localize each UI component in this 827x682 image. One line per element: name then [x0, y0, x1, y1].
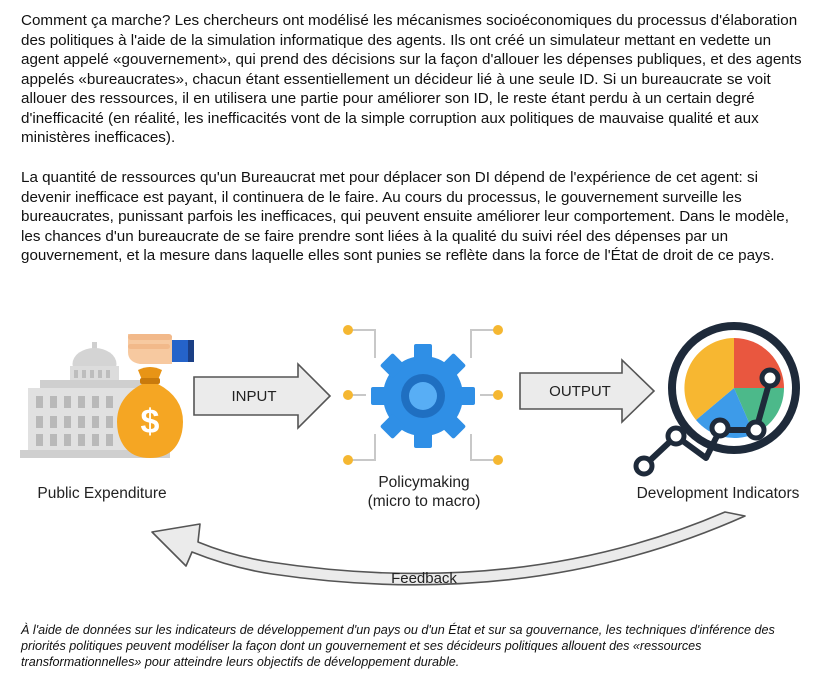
input-arrow: INPUT	[193, 362, 332, 430]
development-indicators-chart-icon	[633, 322, 800, 477]
model-paragraph: La quantité de ressources qu'un Bureaucr…	[21, 169, 789, 264]
development-indicators-label: Development Indicators	[637, 485, 800, 502]
policymaking-sublabel: (micro to macro)	[368, 493, 481, 510]
figure-caption: À l'aide de données sur les indicateurs …	[21, 623, 775, 669]
intro-paragraph: Comment ça marche? Les chercheurs ont mo…	[21, 12, 802, 146]
public-expenditure-label: Public Expenditure	[37, 485, 166, 502]
policymaking-label: Policymaking	[378, 474, 469, 491]
feedback-label: Feedback	[391, 570, 457, 587]
output-label: OUTPUT	[549, 383, 611, 400]
policy-flow-diagram: $ Public Expenditure INPUT	[20, 322, 800, 587]
input-label: INPUT	[232, 388, 277, 405]
policymaking-gear-icon	[343, 325, 503, 465]
money-bag-icon: $	[117, 367, 183, 458]
feedback-arrow: Feedback	[151, 511, 746, 587]
dollar-sign: $	[141, 403, 160, 441]
output-arrow: OUTPUT	[519, 358, 656, 424]
hand-icon	[128, 334, 194, 364]
